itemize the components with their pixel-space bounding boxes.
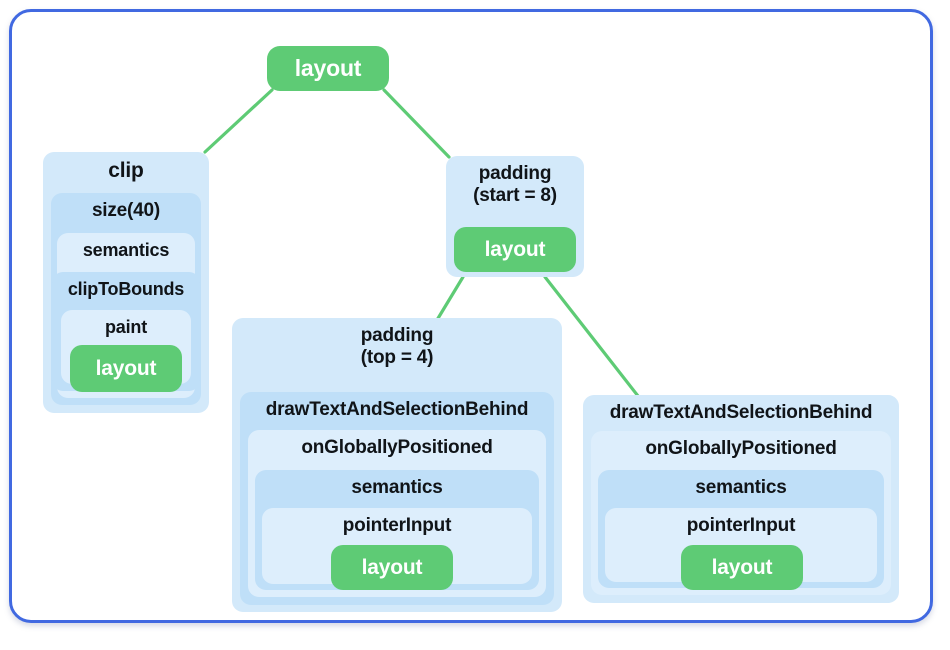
- node-label: clip: [108, 159, 144, 182]
- node-label: semantics: [82, 240, 170, 260]
- node-label: layout: [95, 356, 157, 380]
- node-layout-padding-start[interactable]: layout: [454, 227, 576, 272]
- node-label: drawTextAndSelectionBehind: [609, 402, 873, 423]
- node-label: clipToBounds: [67, 279, 185, 299]
- node-root-layout[interactable]: layout: [267, 46, 389, 91]
- node-layout-middle[interactable]: layout: [331, 545, 453, 590]
- node-label: semantics: [351, 477, 443, 498]
- node-layout-left[interactable]: layout: [70, 345, 182, 392]
- node-label: pointerInput: [342, 515, 452, 536]
- node-label: padding (start = 8): [473, 163, 557, 206]
- node-label: layout: [484, 237, 546, 261]
- node-label: size(40): [91, 200, 161, 221]
- node-label: layout: [711, 555, 773, 579]
- node-label: paint: [105, 317, 147, 337]
- node-label: semantics: [695, 477, 787, 498]
- node-layout-right[interactable]: layout: [681, 545, 803, 590]
- node-label: padding (top = 4): [360, 325, 434, 368]
- node-label: layout: [361, 555, 423, 579]
- node-label: onGloballyPositioned: [645, 438, 837, 459]
- node-label: onGloballyPositioned: [301, 437, 493, 458]
- node-label: pointerInput: [686, 515, 796, 536]
- node-label: drawTextAndSelectionBehind: [265, 399, 529, 420]
- node-label: layout: [294, 55, 362, 81]
